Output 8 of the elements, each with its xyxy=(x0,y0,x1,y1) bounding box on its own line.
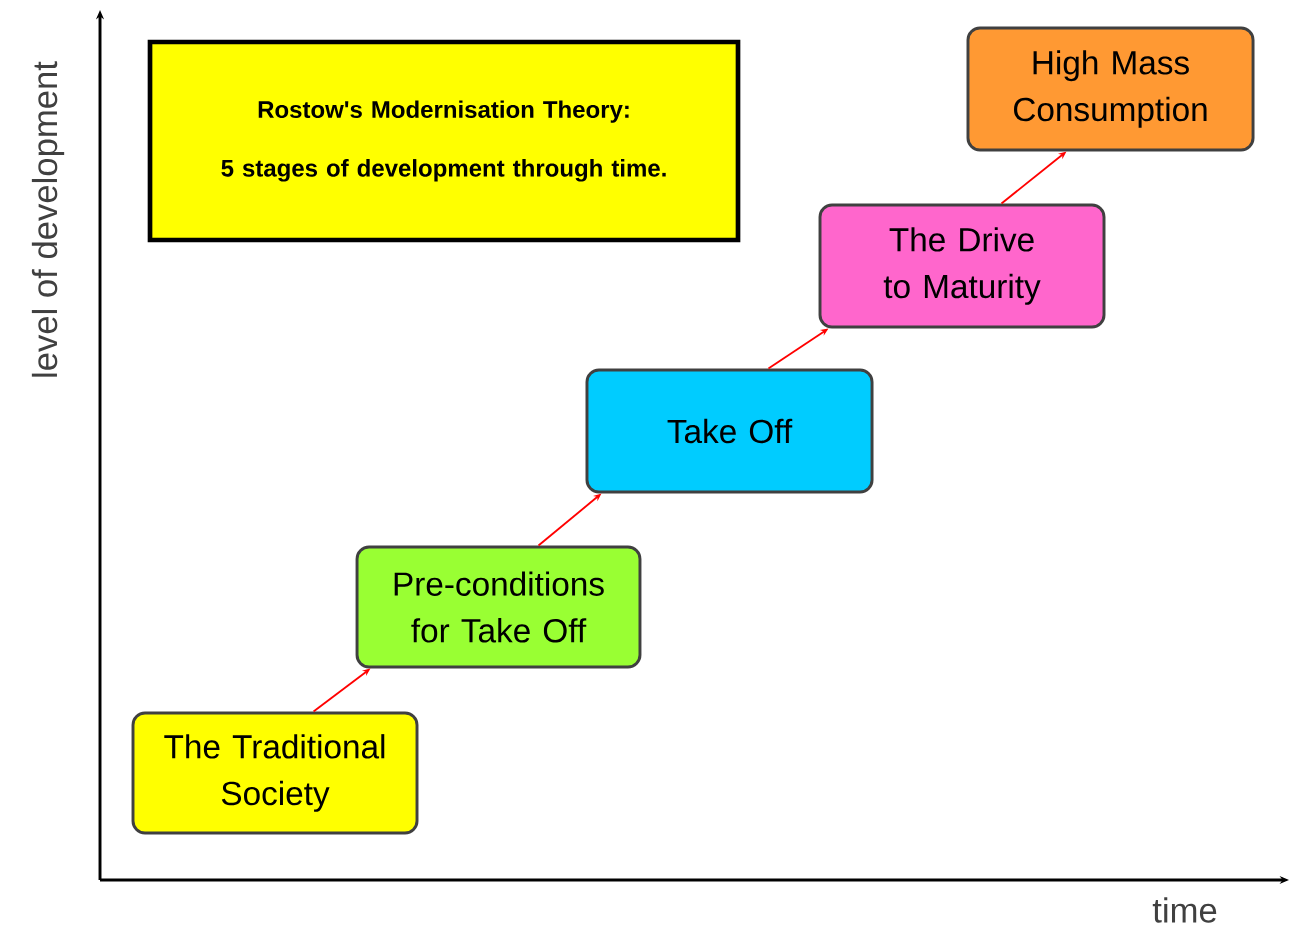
axis-label: time xyxy=(1152,897,1217,923)
stage-box: The Traditional Society xyxy=(131,711,419,835)
title-box: Rostow's Modernisation Theory: 5 stages of development through time. xyxy=(147,39,741,243)
stage-box: Take Off xyxy=(585,368,874,494)
axis-label: level of development xyxy=(31,61,65,377)
stage-box: High Mass Consumption xyxy=(966,26,1255,152)
stage-box: The Drive to Maturity xyxy=(818,203,1106,329)
stage-box: Pre-conditions for Take Off xyxy=(355,545,642,669)
